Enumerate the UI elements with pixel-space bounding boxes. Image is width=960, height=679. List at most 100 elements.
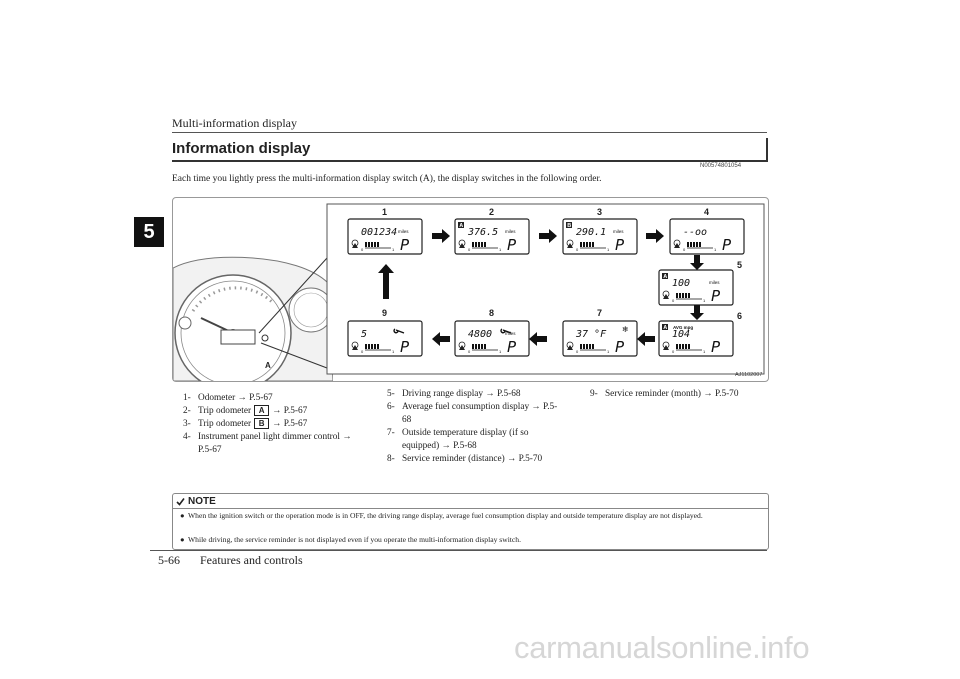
fuel-icon-ring [673,239,681,247]
fuel-max-label: 1 [392,247,395,252]
fuel-bar-segment [583,242,585,247]
panel-number: 6 [737,311,742,321]
gear-indicator: P [400,338,410,356]
instrument-cluster-illustration [173,256,333,381]
panel-number: 4 [704,207,709,217]
gear-indicator: P [615,338,625,356]
item-text: Outside temperature display (if so equip… [402,428,529,451]
panel-number: 9 [382,308,387,318]
fuel-bar-segment [475,344,477,349]
fuel-min-label: 0 [361,247,364,252]
chapter-name: Features and controls [200,553,303,567]
fuel-min-label: 0 [672,349,675,354]
fuel-min-label: 0 [468,247,471,252]
fuel-icon-ring [566,239,574,247]
trip-badge-icon [662,273,668,279]
item-number: 4- [183,432,191,442]
fuel-bar-segment [589,242,591,247]
legend-item: 6-Average fuel consumption display → P.5… [387,401,563,427]
fuel-bar-segment [688,293,690,298]
fuel-bar-segment [699,242,701,247]
fuel-max-label: 1 [703,298,706,303]
legend-item: 9-Service reminder (month) → P.5-70 [590,388,766,401]
item-number: 3- [183,419,191,429]
lcd-unit: miles [709,280,720,285]
fuel-bar-segment [478,344,480,349]
fuel-bar-segment [690,242,692,247]
trip-badge-icon [566,222,572,228]
wrench-icon [500,328,512,334]
fuel-max-label: 1 [607,349,610,354]
fuel-pump-icon [674,243,680,248]
fuel-bar-segment [472,242,474,247]
panel-number: 7 [597,308,602,318]
gear-indicator: P [711,287,721,305]
page-footer: 5-66 Features and controls [158,553,303,568]
fuel-bar-segment [685,344,687,349]
panel-number: 8 [489,308,494,318]
section-rule [172,160,767,162]
fuel-min-label: 0 [672,298,675,303]
fuel-bar-segment [580,344,582,349]
footer-rule [150,550,767,551]
fuel-min-label: 0 [576,247,579,252]
fuel-pump-icon [352,345,358,350]
fuel-bar-segment [580,242,582,247]
trip-b-key-icon: B [254,418,270,430]
note-text: When the ignition switch or the operatio… [188,511,703,520]
gear-indicator: P [722,236,732,254]
section-rule-end [766,138,768,162]
panel-number: 1 [382,207,387,217]
fuel-bar-segment [685,293,687,298]
legend-item: 8-Service reminder (distance) → P.5-70 [387,453,563,466]
fuel-bar-segment [679,293,681,298]
watermark: carmanualsonline.info [514,630,810,665]
gear-indicator: P [711,338,721,356]
trip-badge-icon [662,324,668,330]
lcd-unit: miles [398,229,409,234]
fuel-pump-icon [459,345,465,350]
fuel-bar-segment [481,344,483,349]
fuel-bar-segment [481,242,483,247]
fuel-min-label: 0 [576,349,579,354]
panel-number: 5 [737,260,742,270]
lcd-digits: --oo [683,227,707,238]
fuel-bar-segment [484,242,486,247]
lcd-unit: AVG mpg [673,325,693,330]
fuel-bar-segment [374,242,376,247]
snowflake-icon: ❄ [622,325,629,334]
note-item: ● While driving, the service reminder is… [180,535,764,546]
fuel-min-label: 0 [361,349,364,354]
lcd-digits: 001234 [361,227,397,238]
note-text: While driving, the service reminder is n… [188,535,521,544]
fuel-bar-segment [682,293,684,298]
item-ref: → P.5-67 [272,419,308,429]
lcd-digits: 290.1 [576,227,606,238]
item-text: Driving range display → P.5-68 [402,389,521,399]
legend-column-2: 5-Driving range display → P.5-68 6-Avera… [387,388,563,466]
item-number: 6- [387,402,395,412]
gear-indicator: P [400,236,410,254]
fuel-bar-segment [478,242,480,247]
trip-a-key-icon: A [254,405,270,417]
fuel-max-label: 1 [392,349,395,354]
figure-code: AJ1102007 [735,372,762,378]
lcd-digits: 100 [672,278,690,289]
chapter-tab: 5 [134,217,164,247]
gear-indicator: P [507,338,517,356]
fuel-bar-segment [365,242,367,247]
item-text: Trip odometer [198,406,252,416]
item-text: Service reminder (distance) → P.5-70 [402,454,543,464]
fuel-max-label: 1 [607,247,610,252]
lcd-frame [658,320,734,357]
fuel-pump-icon [663,345,669,350]
